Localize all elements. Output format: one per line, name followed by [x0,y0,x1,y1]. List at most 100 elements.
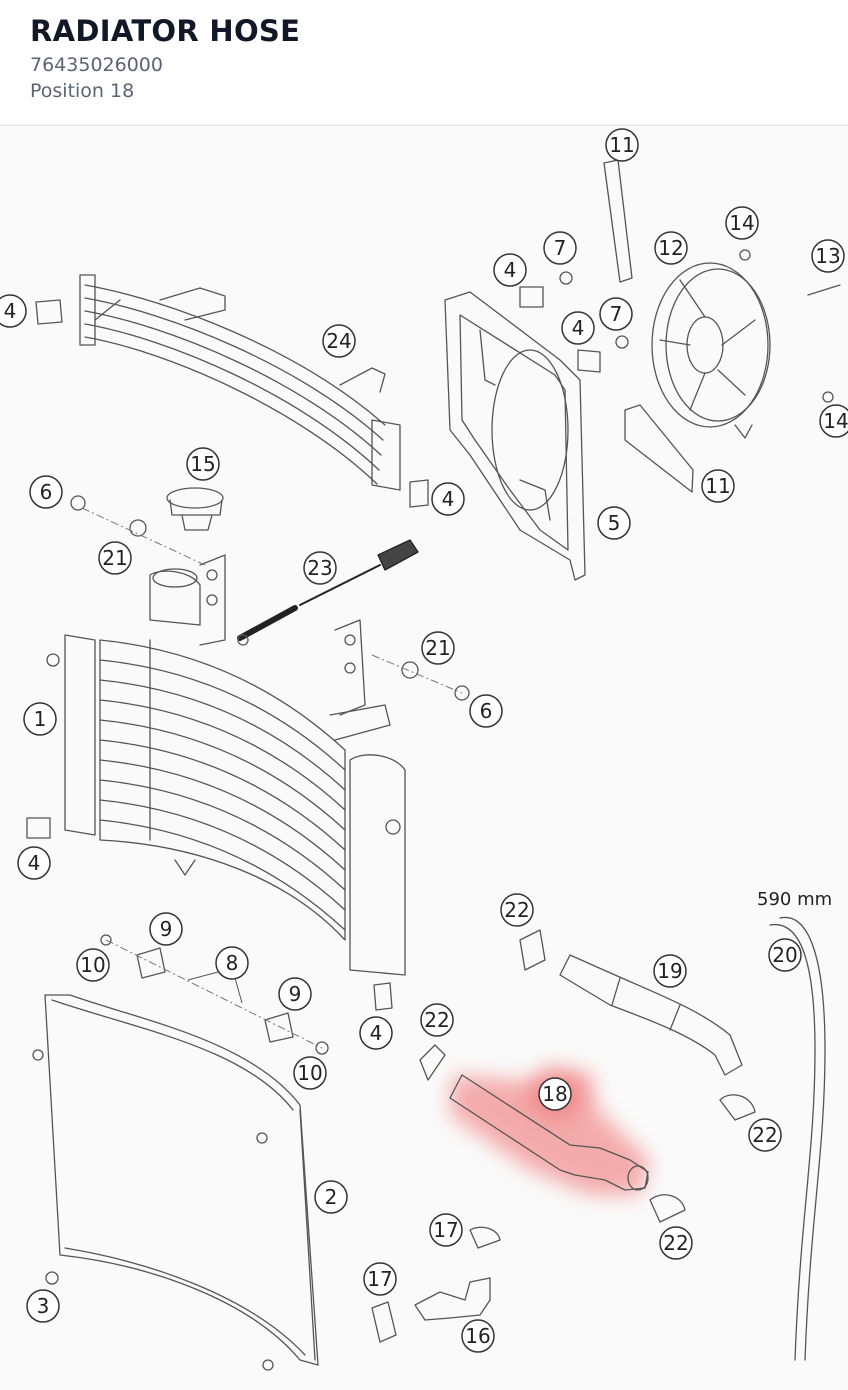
callout-10[interactable]: 10 [293,1056,327,1090]
callout-21[interactable]: 21 [98,541,132,575]
screw-grill-2 [256,1132,268,1144]
screw-14b [822,391,834,403]
callout-12[interactable]: 12 [654,231,688,265]
svg-text:13: 13 [815,244,840,268]
svg-text:1: 1 [34,707,47,731]
callout-7[interactable]: 7 [599,297,633,331]
callout-13[interactable]: 13 [811,239,845,273]
clamp-22b [419,1044,446,1081]
hose-16 [414,1277,491,1321]
svg-text:4: 4 [370,1021,383,1045]
svg-text:21: 21 [102,546,127,570]
callout-2[interactable]: 2 [314,1180,348,1214]
hose-19 [559,954,743,1076]
clip-4f [373,982,393,1011]
callout-21[interactable]: 21 [421,631,455,665]
svg-text:8: 8 [226,951,239,975]
hose-length-note: 590 mm [757,889,832,910]
svg-text:22: 22 [663,1231,688,1255]
callout-22[interactable]: 22 [420,1003,454,1037]
callout-4[interactable]: 4 [431,482,465,516]
screw-grill-3 [262,1359,274,1371]
bracket-11-top [603,159,633,283]
radiator-guard-2 [44,994,319,1366]
callout-11[interactable]: 11 [605,128,639,162]
callout-17[interactable]: 17 [429,1213,463,1247]
screw-6b [454,685,470,701]
svg-text:22: 22 [504,898,529,922]
svg-text:6: 6 [480,699,493,723]
callout-24[interactable]: 24 [322,324,356,358]
bracket-11-bottom [624,404,694,493]
callout-8[interactable]: 8 [215,946,249,980]
screw-13 [807,284,841,296]
callout-4[interactable]: 4 [359,1016,393,1050]
callout-17[interactable]: 17 [363,1262,397,1296]
callout-14[interactable]: 14 [819,404,848,438]
grommet-21b [401,661,419,679]
callout-16[interactable]: 16 [461,1319,495,1353]
callout-22[interactable]: 22 [500,893,534,927]
clamp-22a [519,929,546,971]
svg-text:4: 4 [572,316,585,340]
svg-text:2: 2 [325,1185,338,1209]
oil-cooler-24 [79,274,401,491]
svg-text:22: 22 [752,1123,777,1147]
hose-20-inner [779,916,826,1361]
clamp-17b [371,1301,397,1343]
svg-text:4: 4 [442,487,455,511]
callout-14[interactable]: 14 [725,206,759,240]
callout-15[interactable]: 15 [186,447,220,481]
screw-7a [559,271,573,285]
spacer-9a [136,947,166,979]
screw-grill-1 [32,1049,44,1061]
callout-18[interactable]: 18 [538,1077,572,1111]
svg-text:11: 11 [609,133,634,157]
callout-20[interactable]: 20 [768,938,802,972]
callout-19[interactable]: 19 [653,954,687,988]
callout-4[interactable]: 4 [17,846,51,880]
screw-14a [739,249,751,261]
callout-23[interactable]: 23 [303,551,337,585]
svg-text:7: 7 [554,236,567,260]
fan-12 [651,262,771,439]
callout-6[interactable]: 6 [469,694,503,728]
clip-4c [577,349,601,373]
callout-9[interactable]: 9 [149,912,183,946]
callout-4[interactable]: 4 [0,294,27,328]
radiator-1 [46,554,406,976]
svg-text:12: 12 [658,236,683,260]
svg-text:14: 14 [823,409,848,433]
svg-text:14: 14 [729,211,754,235]
clamp-22d [649,1194,686,1223]
callout-6[interactable]: 6 [29,475,63,509]
svg-text:20: 20 [772,943,797,967]
part-position: Position 18 [30,80,135,102]
svg-text:4: 4 [4,299,17,323]
callout-22[interactable]: 22 [748,1118,782,1152]
callout-4[interactable]: 4 [493,253,527,287]
svg-text:9: 9 [160,917,173,941]
svg-text:21: 21 [425,636,450,660]
callout-3[interactable]: 3 [26,1289,60,1323]
callout-10[interactable]: 10 [76,948,110,982]
callout-9[interactable]: 9 [278,977,312,1011]
clip-4e [26,817,51,839]
svg-text:4: 4 [504,258,517,282]
svg-text:4: 4 [28,851,41,875]
svg-text:19: 19 [657,959,682,983]
callout-1[interactable]: 1 [23,702,57,736]
callout-7[interactable]: 7 [543,231,577,265]
sensor-23 [237,539,419,646]
svg-text:5: 5 [608,511,621,535]
svg-text:10: 10 [80,953,105,977]
callout-4[interactable]: 4 [561,311,595,345]
clamp-17a [469,1226,501,1249]
cap-15 [166,487,224,531]
callout-22[interactable]: 22 [659,1226,693,1260]
clip-4b [519,286,544,308]
callout-11[interactable]: 11 [701,469,735,503]
part-header: RADIATOR HOSE 76435026000 Position 18 [0,0,848,126]
callout-5[interactable]: 5 [597,506,631,540]
part-number: 76435026000 [30,54,163,76]
